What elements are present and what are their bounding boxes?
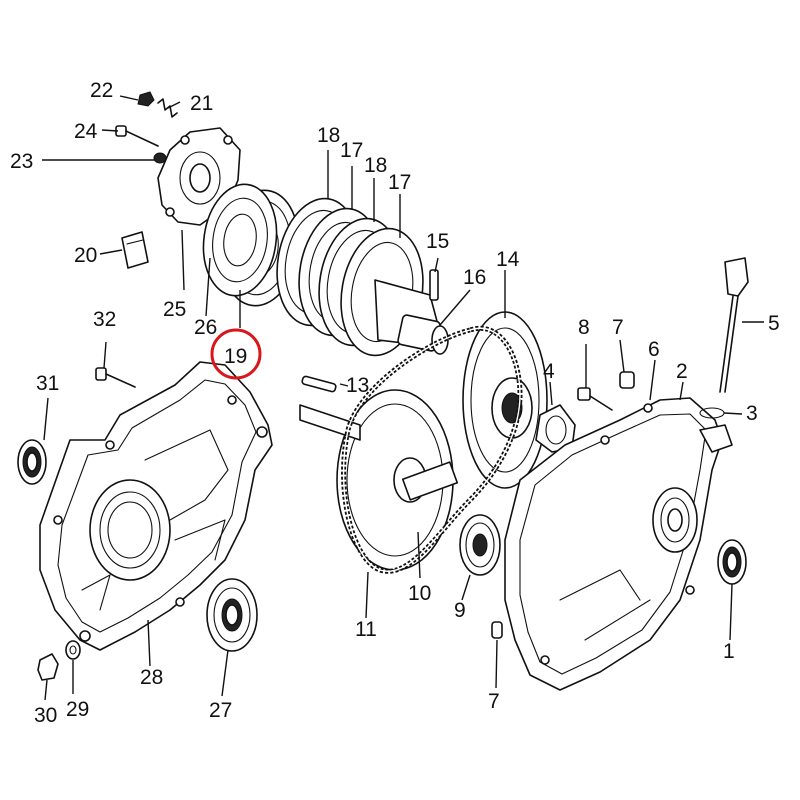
callout-7a: 7 <box>612 316 624 339</box>
callout-11: 11 <box>355 618 377 641</box>
pad-20 <box>121 231 149 269</box>
callout-18b: 18 <box>364 154 387 177</box>
oil-seal-right <box>717 539 747 585</box>
callout-14: 14 <box>496 248 520 271</box>
key-13 <box>301 375 337 393</box>
callout-19: 19 <box>224 345 247 368</box>
dowel-7-top <box>619 371 635 389</box>
left-gearcase-housing <box>39 361 273 651</box>
callout-23: 23 <box>10 150 33 173</box>
callout-25: 25 <box>163 298 186 321</box>
bearing-9 <box>459 514 501 576</box>
callout-17a: 17 <box>340 139 363 162</box>
callout-24: 24 <box>74 120 98 143</box>
callout-1: 1 <box>723 640 735 663</box>
bearing-27 <box>206 578 258 652</box>
callout-labels: 1 2 3 4 5 6 7 7 8 9 10 11 13 14 15 16 17… <box>10 79 780 727</box>
dipstick-5 <box>719 257 749 393</box>
leader-lines <box>42 95 764 701</box>
bolt-24 <box>115 125 159 147</box>
callout-17b: 17 <box>388 171 411 194</box>
callout-13: 13 <box>346 374 369 397</box>
callout-2: 2 <box>676 360 688 383</box>
friction-disk-26 <box>202 183 278 297</box>
callout-21: 21 <box>190 92 213 115</box>
large-sprocket-11 <box>336 389 459 571</box>
dowel-7-bottom <box>491 621 503 639</box>
callout-26: 26 <box>194 316 217 339</box>
callout-22: 22 <box>90 79 113 102</box>
highlight-circle <box>210 328 262 380</box>
callout-5: 5 <box>768 312 780 335</box>
pin-15 <box>429 269 439 301</box>
callout-31: 31 <box>36 372 59 395</box>
washer-23 <box>153 152 167 164</box>
callout-6: 6 <box>648 338 660 361</box>
callout-29: 29 <box>66 698 89 721</box>
bolt-8 <box>577 387 613 411</box>
drain-washer-29 <box>65 640 81 660</box>
spring-21 <box>157 98 178 118</box>
oil-seal-left <box>17 439 47 485</box>
callout-3: 3 <box>746 402 758 425</box>
output-shaft <box>299 404 361 441</box>
callout-18a: 18 <box>317 124 340 147</box>
drive-chain-10 <box>341 325 523 574</box>
callout-9: 9 <box>454 599 466 622</box>
callout-28: 28 <box>140 666 163 689</box>
callout-15: 15 <box>426 230 449 253</box>
bolt-32 <box>95 367 136 388</box>
callout-7b: 7 <box>488 690 500 713</box>
callout-20: 20 <box>74 244 97 267</box>
callout-8: 8 <box>578 316 590 339</box>
small-sprocket-drum <box>462 311 548 489</box>
callout-30: 30 <box>34 704 57 727</box>
callout-4: 4 <box>543 360 555 383</box>
drain-bolt-30 <box>37 653 59 681</box>
callout-32: 32 <box>93 308 116 331</box>
callout-16: 16 <box>463 266 486 289</box>
callout-10: 10 <box>408 582 431 605</box>
callout-27: 27 <box>209 699 232 722</box>
clutch-hub-shaft <box>374 279 449 355</box>
right-gearcase-cover <box>504 397 733 691</box>
nut-22 <box>137 91 155 107</box>
